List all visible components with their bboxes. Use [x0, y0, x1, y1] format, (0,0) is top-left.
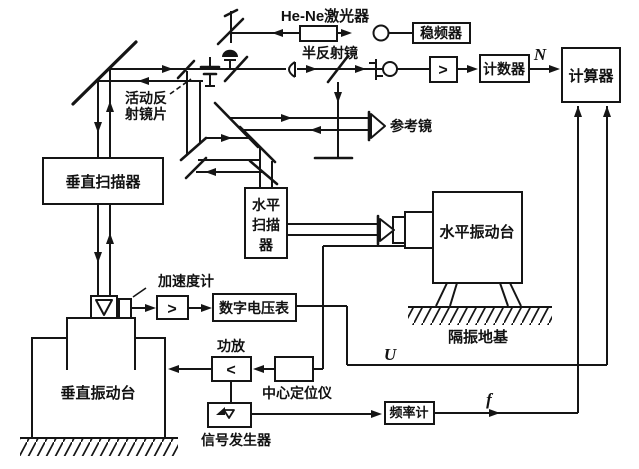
accelerometer-body: [118, 298, 132, 319]
isolated-foundation-label: 隔振地基: [448, 328, 509, 346]
hatching: [20, 439, 178, 456]
shaker-leg: [449, 282, 458, 307]
mirror: [248, 159, 279, 186]
mirror: [179, 136, 208, 162]
horizontal-prism-icon: [376, 214, 395, 246]
movable-mirror-label: 活动反: [125, 90, 167, 106]
reference-mirror-label: 参考镜: [390, 118, 432, 134]
computer-label: 计算器: [568, 67, 614, 85]
pulse-shaper-box: [429, 56, 458, 83]
power-amp-symbol: <: [226, 362, 235, 379]
hatching: [408, 308, 552, 325]
half-mirror: [326, 54, 350, 84]
mirror-tick: [223, 8, 239, 18]
movable-mirror-label: 射镜片: [124, 106, 167, 122]
polarizer-icon: [369, 59, 383, 80]
mirror: [184, 156, 208, 180]
horizontal-scanner-label: 扫描: [252, 217, 280, 233]
frequency-meter-box: [384, 401, 435, 425]
mirror: [176, 59, 196, 80]
mirror: [216, 17, 245, 46]
signal-generator-box: [207, 402, 252, 428]
signal-generator-label: 信号发生器: [201, 432, 272, 448]
horizontal-shaker-body: [432, 191, 523, 284]
piezo-reflector-symbol: [199, 57, 221, 87]
voltmeter-box: [212, 293, 297, 322]
stabilizer-label: 稳频器: [420, 25, 463, 41]
vertical-scanner-label: 垂直扫描器: [65, 173, 141, 191]
accel-amp-symbol: >: [167, 301, 176, 318]
laser-label: He-Ne激光器: [281, 7, 370, 25]
reference-mirror-icon: [367, 110, 386, 142]
accelerometer-leader-line: [132, 287, 147, 298]
frequency-signal-label: f: [486, 390, 494, 409]
center-positioner-box: [274, 356, 314, 382]
pulse-shaper-symbol: >: [438, 62, 447, 79]
vertical-scanner-box: [42, 157, 164, 205]
horizontal-scanner-label: 器: [258, 237, 274, 253]
mirror: [223, 55, 249, 83]
vertical-shaker-armature: [66, 317, 136, 370]
computer-box: [561, 47, 621, 103]
horizontal-shaker-label: 水平振动台: [439, 223, 514, 241]
center-positioner-label: 中心定位仪: [262, 385, 333, 401]
power-amp-box: [211, 356, 252, 382]
counter-label: 计数器: [483, 61, 526, 77]
voltage-signal-label: U: [384, 345, 397, 364]
arrowheads: [94, 29, 611, 418]
power-amp-label: 功放: [217, 338, 246, 354]
laser-detector-icon: [372, 24, 390, 42]
vertical-shaker-ground: [20, 437, 178, 456]
stabilizer-box: [412, 22, 471, 44]
sine-wave-icon: [216, 407, 235, 419]
fringe-detector-icon: [382, 61, 398, 77]
shaker-leg: [435, 282, 448, 307]
horizontal-shaker-armature: [404, 211, 434, 249]
cup-dome: [222, 49, 238, 57]
mirror: [238, 125, 277, 164]
mirrors: [71, 8, 354, 186]
vertical-prism-icon: [95, 299, 113, 316]
laser-tube: [299, 25, 338, 42]
counter-output-label: N: [533, 45, 547, 64]
vertical-shaker-label: 垂直振动台: [60, 384, 135, 402]
shaker-leg: [509, 282, 522, 307]
isolated-foundation-ground: [408, 282, 552, 325]
counter-box: [479, 54, 530, 83]
horizontal-scanner-label: 水平: [252, 197, 280, 213]
signal-wires: [131, 78, 608, 415]
half-mirror-label: 半反射镜: [302, 45, 358, 61]
folding-mirror: [71, 40, 138, 106]
lens-icon: [288, 61, 296, 78]
voltmeter-label: 数字电压表: [219, 300, 290, 316]
photodetector-cup-icon: [222, 49, 238, 61]
accel-amp-box: [156, 295, 189, 320]
accelerometer-label: 加速度计: [157, 273, 214, 289]
shaker-leg: [499, 282, 509, 307]
frequency-meter-label: 频率计: [389, 405, 428, 420]
horizontal-scanner-box: [244, 187, 288, 259]
movable-mirror-leader-line: [169, 78, 192, 95]
